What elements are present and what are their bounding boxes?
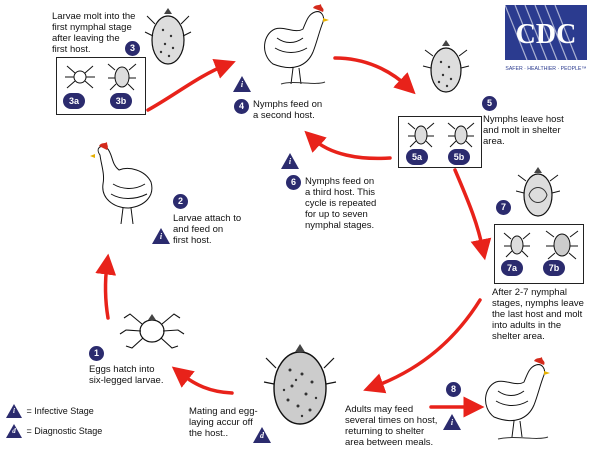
step-2-badge: 2	[173, 194, 188, 209]
hen-icon	[90, 142, 153, 225]
larva-icon	[119, 313, 185, 349]
step-1-badge: 1	[89, 346, 104, 361]
legend-diagnostic-label: = Diagnostic Stage	[26, 426, 103, 436]
larva-icon	[65, 65, 95, 89]
diagnostic-stage-icon: d	[253, 427, 271, 443]
sub-badge-7b: 7b	[543, 260, 565, 276]
cdc-logo-text: CDC	[516, 19, 577, 50]
arrow-mating-to-1	[171, 366, 234, 395]
arrow-3-to-4	[146, 58, 236, 112]
step-7-badge: 7	[496, 200, 511, 215]
step-4-badge: 4	[234, 99, 249, 114]
tick-icon	[422, 40, 470, 93]
infective-stage-icon: i	[443, 414, 461, 430]
step-3-badge: 3	[125, 41, 140, 56]
legend-infective: i = Infective Stage	[6, 404, 94, 418]
cdc-logo: CDC SAFER · HEALTHIER · PEOPLE™	[504, 4, 587, 75]
nymph-icon	[447, 122, 475, 148]
infective-legend-icon: i	[6, 404, 22, 418]
infective-stage-icon: i	[281, 153, 299, 169]
legend-infective-label: = Infective Stage	[26, 406, 94, 416]
cdc-logo-mark: CDC SAFER · HEALTHIER · PEOPLE™	[504, 4, 587, 72]
arrow-4-to-5	[333, 56, 416, 95]
nymph-icon	[107, 63, 137, 91]
arrow-5-to-6	[304, 130, 392, 161]
hen-icon	[264, 4, 329, 85]
nymph-icon	[407, 122, 435, 148]
sub-badge-3a: 3a	[63, 93, 85, 109]
diagnostic-legend-icon: d	[6, 424, 22, 438]
step-6-badge: 6	[286, 175, 301, 190]
step-5-badge: 5	[482, 96, 497, 111]
infective-stage-icon: i	[233, 76, 251, 92]
sub-badge-5b: 5b	[448, 149, 470, 165]
stage-3-box	[56, 57, 146, 115]
tick-icon	[144, 8, 192, 65]
nymph-icon	[503, 232, 531, 258]
arrow-7-to-8	[363, 298, 482, 394]
adult-tick-icon	[545, 230, 579, 260]
adult-tick-icon	[263, 344, 337, 425]
hen-icon	[485, 357, 550, 440]
arrow-5-to-7	[453, 168, 492, 261]
legend-diagnostic: d = Diagnostic Stage	[6, 424, 102, 438]
cdc-logo-tagline: SAFER · HEALTHIER · PEOPLE™	[505, 66, 586, 72]
tick-icon	[516, 167, 560, 217]
step-8-badge: 8	[446, 382, 461, 397]
sub-badge-5a: 5a	[406, 149, 428, 165]
infective-stage-icon: i	[152, 228, 170, 244]
arrow-1-to-2	[95, 253, 117, 320]
sub-badge-3b: 3b	[110, 93, 132, 109]
sub-badge-7a: 7a	[501, 260, 523, 276]
